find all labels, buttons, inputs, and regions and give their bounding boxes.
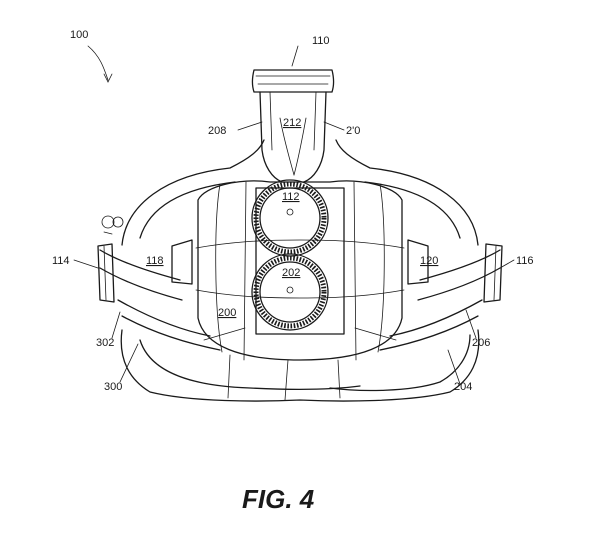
figure-caption: FIG. 4 (242, 484, 315, 514)
label-right-strap: 206 (472, 337, 490, 349)
lower-dial (251, 253, 329, 331)
leader-lines (73, 45, 515, 385)
label-right-lower: 204 (454, 381, 472, 393)
lower-shell (120, 329, 480, 402)
label-left-strap: 302 (96, 337, 114, 349)
label-lower-cover: 202 (282, 267, 300, 279)
label-top-strap: 110 (312, 35, 330, 47)
housing (195, 180, 405, 361)
label-left-end: 114 (52, 255, 70, 267)
left-end-cap (97, 215, 124, 303)
side-straps (99, 249, 501, 351)
label-housing: 200 (218, 307, 236, 319)
label-right-upper: 2'0 (346, 125, 360, 137)
outer-shell (121, 139, 479, 246)
label-left-upper: 208 (208, 125, 226, 137)
label-front-cover: 112 (282, 191, 300, 203)
label-strap-inner: 212 (283, 117, 301, 129)
label-device: 100 (70, 29, 88, 41)
label-right-arm: 120 (420, 255, 438, 267)
upper-dial (251, 179, 329, 257)
top-strap (251, 69, 335, 183)
label-left-lower: 300 (104, 381, 122, 393)
side-arms (171, 239, 429, 285)
label-right-end: 116 (516, 255, 534, 267)
label-left-arm: 118 (146, 255, 164, 267)
right-end-cap (483, 243, 503, 303)
